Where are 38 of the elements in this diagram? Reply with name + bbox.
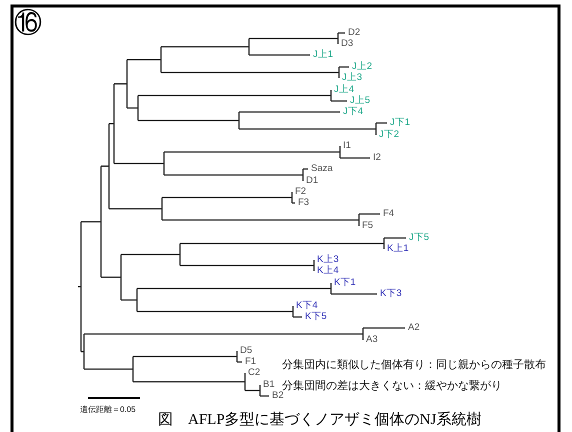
leaf-label: K上3 [317,255,339,264]
leaf-label: D5 [240,346,252,356]
leaf-label: J下5 [409,233,430,242]
leaf-label: K上1 [387,244,409,254]
leaf-label: I2 [373,153,381,162]
leaf-label: F4 [383,209,394,218]
leaf-label: C2 [248,368,260,378]
note-text: 分集団内に類似した個体有り：同じ親からの種子散布 [282,360,546,371]
leaf-label: F5 [362,221,374,230]
leaf-label: D1 [306,176,318,186]
leaf-label: J上3 [342,73,362,82]
leaf-label: F3 [298,198,310,208]
leaf-label: K下3 [380,289,402,298]
leaf-label: B2 [272,391,284,400]
leaf-label: Saza [311,164,333,174]
leaf-label: K下1 [334,278,356,288]
leaf-label: J下2 [379,130,400,140]
leaf-label: J下4 [343,107,364,116]
leaf-label: A2 [408,323,420,332]
leaf-label: A3 [366,335,378,344]
leaf-label: B1 [263,380,275,390]
figure-number: ⑯ [14,9,42,37]
leaf-label: J上4 [334,85,354,94]
leaf-label: F2 [295,187,306,196]
note-text: 分集団間の差は大きくない：緩やかな繋がり [282,381,502,392]
leaf-label: F1 [245,357,256,366]
leaf-label: J上1 [313,50,334,60]
leaf-label: J上5 [350,96,370,106]
leaf-label: D3 [341,39,354,48]
leaf-label: J上2 [352,62,372,72]
leaf-label: J下1 [390,118,410,128]
leaf-label: D2 [348,28,360,38]
leaf-label: K下4 [296,301,318,310]
leaf-label: I1 [343,141,351,150]
figure-caption: 図 AFLP多型に基づくノアザミ個体のNJ系統樹 [158,413,482,428]
scale-label: 遺伝距離＝0.05 [80,406,136,414]
leaf-label: K上4 [317,266,339,276]
leaf-label: K下5 [305,312,327,322]
